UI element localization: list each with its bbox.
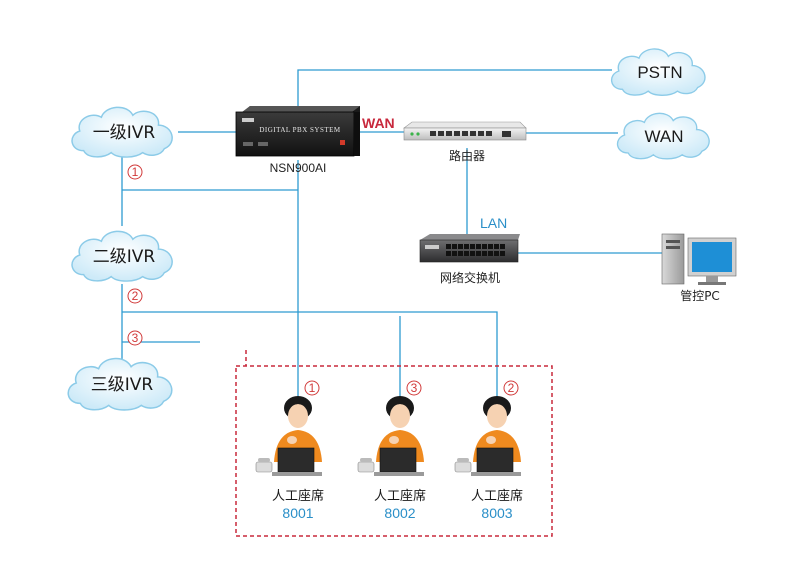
- path-marker-2: 2: [127, 288, 143, 304]
- router-label: 路由器: [449, 148, 485, 163]
- agent-phone-icon: [255, 458, 273, 473]
- svg-text:2: 2: [508, 381, 515, 395]
- agent-group-box: [235, 350, 553, 537]
- pbx-model-label: NSN900AI: [270, 161, 327, 175]
- agent-phone-icon: [454, 458, 472, 473]
- pc-device: 管控PC: [661, 233, 737, 303]
- agent-path-marker: 3: [406, 380, 422, 396]
- agent-path-marker: 2: [503, 380, 519, 396]
- pstn-label: PSTN: [637, 63, 682, 82]
- switch-device: 网络交换机: [419, 234, 520, 285]
- agent-extension: 8002: [384, 505, 415, 521]
- router-device: 路由器: [403, 121, 527, 163]
- svg-text:3: 3: [132, 331, 139, 345]
- pbx-power-led: [340, 140, 345, 145]
- ivr2-agent3-line: [122, 311, 498, 402]
- cloud-ivr2: 二级IVR: [71, 230, 173, 282]
- agent-label: 人工座席: [374, 488, 426, 504]
- svg-text:1: 1: [309, 381, 316, 395]
- agent-path-marker: 1: [304, 380, 320, 396]
- pc-label: 管控PC: [680, 288, 720, 303]
- agent-laptop-icon: [374, 447, 424, 476]
- svg-text:2: 2: [132, 289, 139, 303]
- pbx-panel-text: DIGITAL PBX SYSTEM: [259, 126, 341, 134]
- wan-link-label: WAN: [362, 115, 395, 131]
- ivr3-label: 三级IVR: [91, 375, 154, 395]
- svg-text:1: 1: [132, 165, 139, 179]
- agent-extension: 8003: [481, 505, 512, 521]
- pbx-logo: [242, 118, 254, 122]
- agent-label: 人工座席: [272, 488, 324, 504]
- cloud-pstn: PSTN: [610, 48, 706, 97]
- path-marker-3: 3: [127, 330, 143, 346]
- pbx-device: DIGITAL PBX SYSTEM NSN900AI: [235, 106, 360, 175]
- agent-label: 人工座席: [471, 488, 523, 504]
- agent-extension: 8001: [282, 505, 313, 521]
- ivr1-label: 一级IVR: [93, 123, 156, 143]
- cloud-ivr3: 三级IVR: [67, 357, 173, 411]
- wan-cloud-label: WAN: [644, 127, 683, 146]
- cloud-ivr1: 一级IVR: [71, 106, 173, 158]
- path-marker-1: 1: [127, 164, 143, 180]
- agent-laptop-icon: [471, 447, 521, 476]
- pbx-pstn-line: [297, 69, 612, 108]
- svg-text:3: 3: [411, 381, 418, 395]
- agent-phone-icon: [357, 458, 375, 473]
- switch-label: 网络交换机: [440, 270, 500, 285]
- cloud-wan: WAN: [616, 112, 710, 160]
- agent-laptop-icon: [272, 447, 322, 476]
- ivr2-label: 二级IVR: [93, 247, 156, 267]
- lan-link-label: LAN: [480, 215, 507, 231]
